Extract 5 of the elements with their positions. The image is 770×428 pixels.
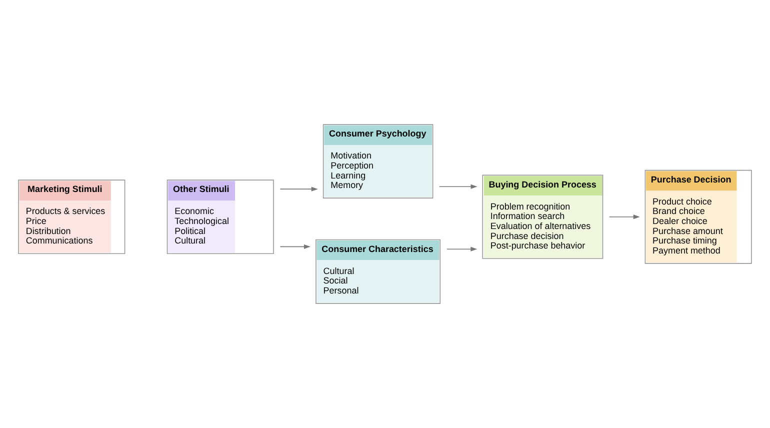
arrow: [280, 244, 311, 249]
arrow: [608, 214, 640, 220]
arrow: [438, 184, 478, 189]
arrow: [280, 186, 318, 192]
arrow: [446, 246, 478, 252]
